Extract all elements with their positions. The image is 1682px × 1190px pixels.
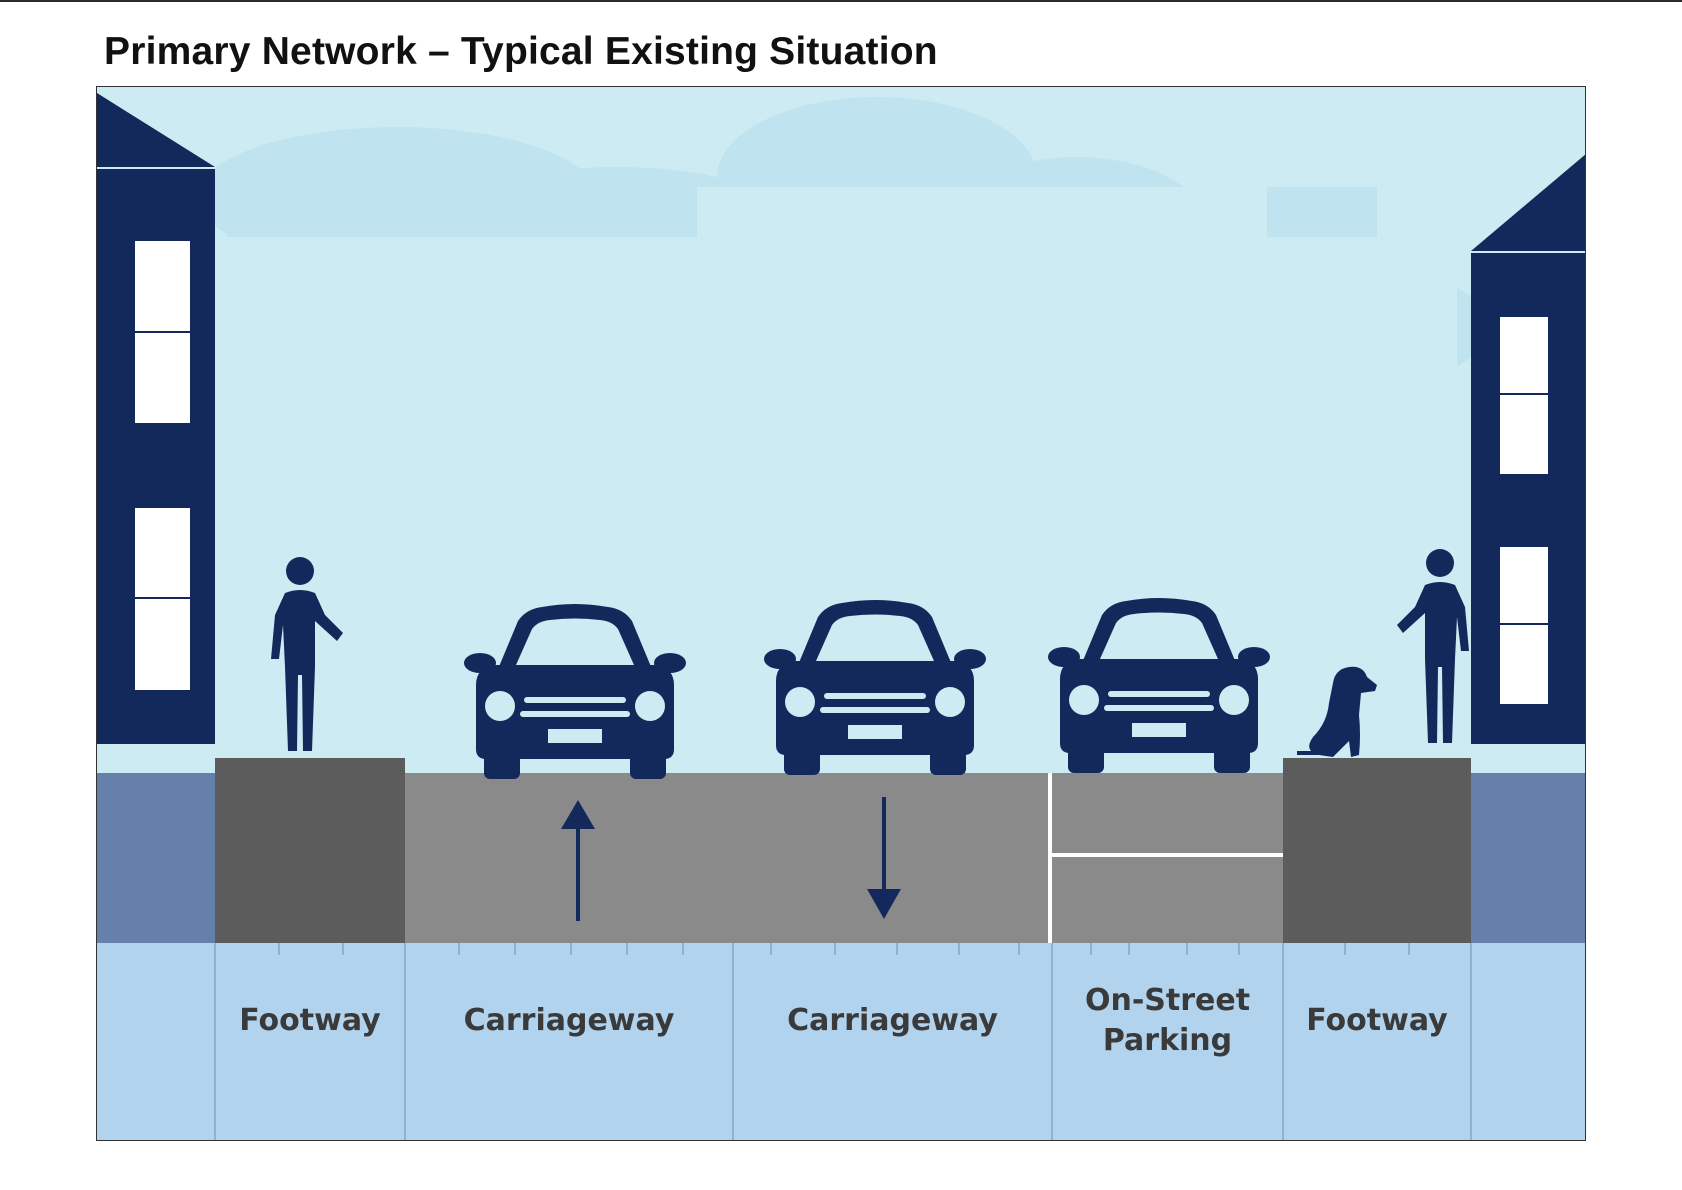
parking-edge-line	[1048, 773, 1052, 943]
direction-arrow-down-icon	[867, 797, 901, 919]
left-building-icon	[97, 93, 215, 744]
zone-label-footway-left: Footway	[239, 1003, 381, 1038]
street-cross-section-diagram: Footway Carriageway Carriageway On-Stree…	[96, 86, 1586, 1141]
direction-arrow-up-icon	[561, 800, 595, 921]
left-footway-surface	[215, 758, 405, 943]
right-building-icon	[1471, 154, 1585, 744]
right-building-base	[1471, 773, 1585, 943]
right-footway-surface	[1283, 758, 1471, 943]
zone-dividers	[214, 943, 1472, 1140]
parking-bay-line	[1052, 853, 1283, 857]
label-strip	[97, 943, 1585, 1140]
zone-label-carriageway-2: Carriageway	[787, 1003, 998, 1038]
zone-label-carriageway-1: Carriageway	[463, 1003, 675, 1038]
page-top-border	[0, 0, 1682, 2]
dog-icon	[1297, 666, 1377, 757]
page-title: Primary Network – Typical Existing Situa…	[104, 30, 938, 73]
parking-surface	[1048, 773, 1283, 943]
scale-ticks	[278, 943, 1410, 955]
zone-label-footway-right: Footway	[1306, 1003, 1448, 1038]
cross-section-svg	[97, 87, 1585, 1140]
zone-label-on-street-parking: On-Street Parking	[1084, 983, 1251, 1058]
left-building-base	[97, 773, 215, 943]
carriageway-surface	[405, 773, 1048, 943]
